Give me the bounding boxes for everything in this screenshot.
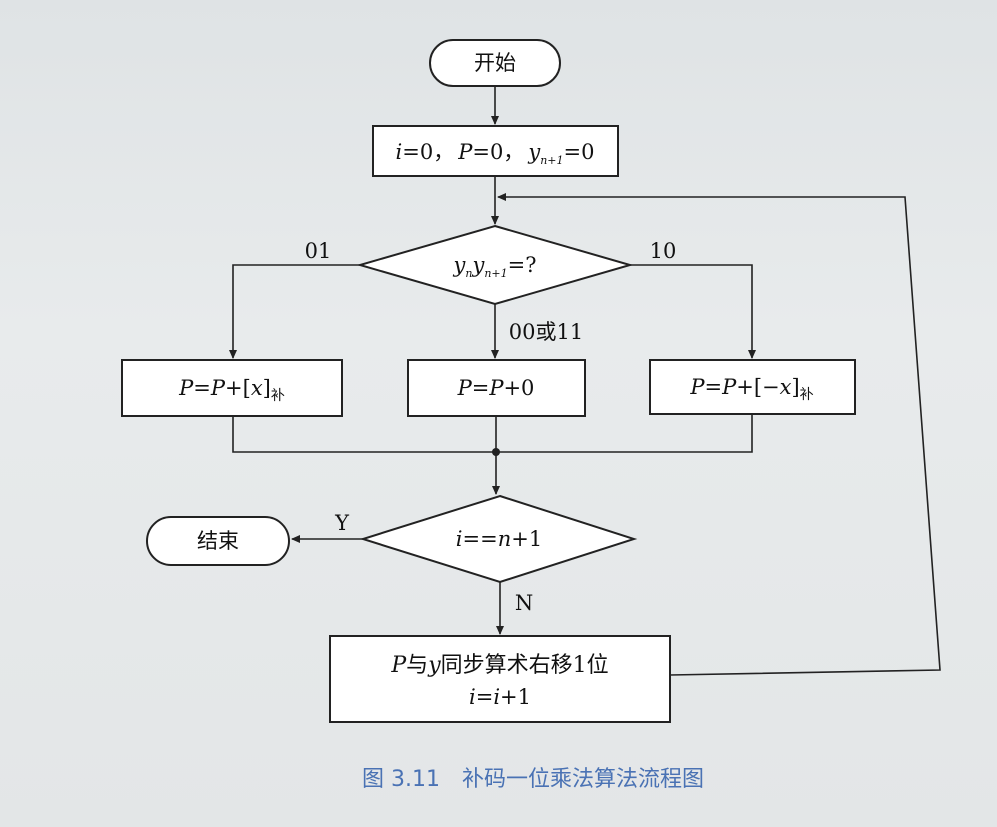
edge-loop-back — [497, 193, 941, 676]
init-label: i=0，P=0，yn+1=0 — [396, 140, 595, 167]
decision1-label: ynyn+1=? — [452, 253, 536, 280]
decision2-label: i==n+1 — [456, 527, 542, 551]
edge-decision1-left — [229, 264, 360, 359]
add-zero-node: P=P+0 — [407, 359, 586, 417]
start-node: 开始 — [429, 39, 561, 87]
sub-x-node: P=P+[−x]补 — [649, 359, 856, 415]
shift-label-line1: P与y同步算术右移1位 — [390, 653, 608, 678]
end-label: 结束 — [197, 529, 239, 553]
sub-x-label: P=P+[−x]补 — [689, 375, 813, 403]
add-x-label: P=P+[x]补 — [178, 376, 285, 404]
edge-label-10: 10 — [650, 239, 677, 263]
edge-merge — [232, 414, 753, 453]
figure-caption: 图 3.11 补码一位乘法算法流程图 — [362, 767, 704, 792]
edge-label-no: N — [515, 591, 533, 615]
shift-label-line2: i=i+1 — [469, 685, 531, 709]
add-zero-label: P=P+0 — [457, 376, 535, 400]
init-node: i=0，P=0，yn+1=0 — [372, 125, 619, 177]
edge-decision1-right — [630, 264, 756, 359]
edge-label-00-11: 00或11 — [509, 320, 583, 344]
add-x-node: P=P+[x]补 — [121, 359, 343, 417]
shift-node: P与y同步算术右移1位 i=i+1 — [329, 635, 671, 723]
decision2-node: i==n+1 — [359, 494, 638, 584]
edge-label-yes: Y — [334, 511, 350, 535]
edge-label-01: 01 — [305, 239, 332, 263]
start-label: 开始 — [474, 51, 516, 75]
end-node: 结束 — [146, 516, 290, 566]
decision1-node: ynyn+1=? — [356, 224, 634, 306]
